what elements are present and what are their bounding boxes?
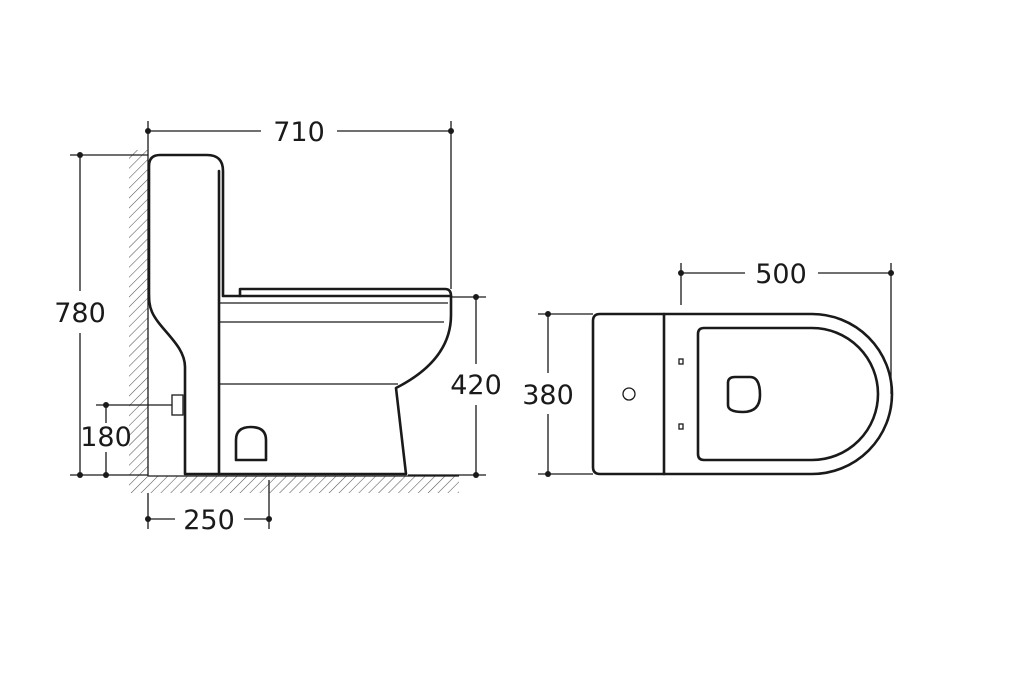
width-label: 380 (522, 380, 574, 411)
length-label: 500 (755, 259, 807, 290)
bowl-opening (726, 375, 762, 414)
seat-top-outline (696, 326, 880, 462)
rough-in-label: 250 (183, 505, 235, 536)
water-inlet (171, 394, 184, 416)
dimension-overall-width: 710 (145, 117, 454, 289)
dimension-rough-in: 250 (145, 480, 272, 536)
flush-button (622, 387, 636, 401)
dimension-seat-height: 420 (408, 294, 502, 478)
overall-width-label: 710 (273, 117, 325, 148)
seat-height-label: 420 (450, 370, 502, 401)
floor-hatching (129, 476, 459, 493)
top-view: 500 380 (522, 259, 894, 477)
inlet-height-label: 180 (80, 422, 132, 453)
toilet-top-outline (591, 312, 894, 476)
dimension-inlet-height: 180 (80, 402, 172, 478)
dimension-length: 500 (678, 259, 894, 394)
trapway-cover (234, 425, 268, 462)
overall-height-label: 780 (54, 298, 106, 329)
hinge-hole-top (678, 358, 684, 365)
side-view: 710 780 180 420 (54, 117, 502, 536)
toilet-side-outline (147, 153, 453, 476)
wall-hatching (129, 150, 148, 476)
hinge-hole-bottom (678, 423, 684, 430)
dimension-width: 380 (522, 311, 593, 477)
dimension-overall-height: 780 (54, 152, 148, 478)
